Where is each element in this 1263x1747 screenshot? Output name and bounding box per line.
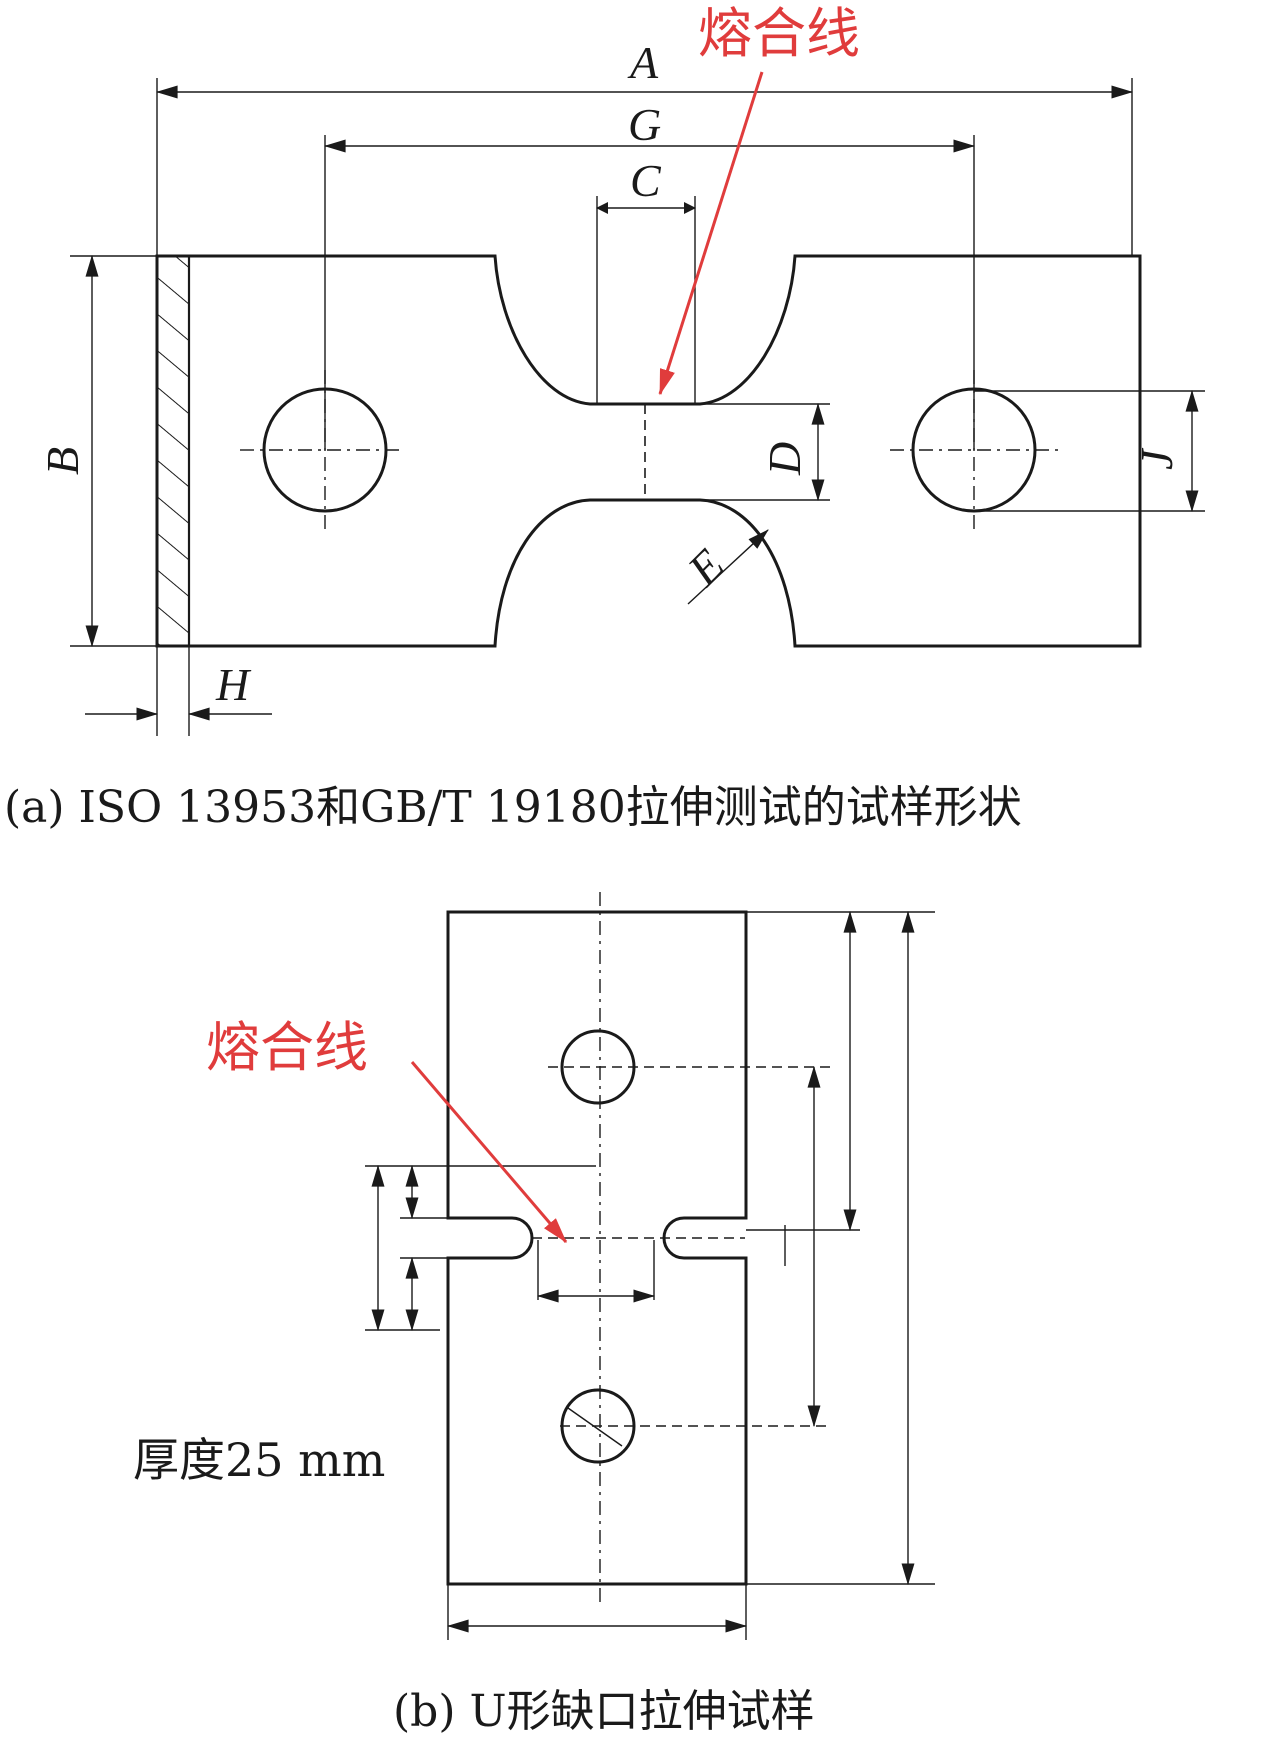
fusion-label-b: 熔合线: [206, 1016, 368, 1079]
fusion-arrow-b: [410, 1061, 568, 1243]
fusion-arrow-a: [658, 71, 764, 396]
thickness-note: 厚度25 mm: [133, 1433, 385, 1487]
dogbone-specimen-outline: [155, 254, 1142, 648]
figure-b: 熔合线 厚度25 mm (b) U形缺口拉伸试样: [133, 892, 935, 1737]
dimension-d-label: D: [759, 442, 810, 476]
dimension-e-label: E: [677, 539, 734, 596]
fusion-label-a: 熔合线: [698, 2, 860, 65]
dimension-e-line: [687, 529, 769, 605]
weld-hatch-strip: [155, 254, 191, 648]
u-notch-specimen-outline: [446, 910, 748, 1586]
dimension-c-label: C: [630, 155, 662, 206]
dimension-a-label: A: [627, 37, 659, 88]
caption-a: (a) ISO 13953和GB/T 19180拉伸测试的试样形状: [4, 782, 1022, 833]
figure-a: A G C B D E J H: [4, 2, 1205, 833]
dimension-b-label: B: [37, 447, 88, 475]
dimension-j-label: J: [1131, 447, 1182, 470]
caption-b: (b) U形缺口拉伸试样: [393, 1686, 815, 1737]
dimension-g-label: G: [628, 99, 661, 150]
dimension-h-label: H: [215, 659, 252, 710]
